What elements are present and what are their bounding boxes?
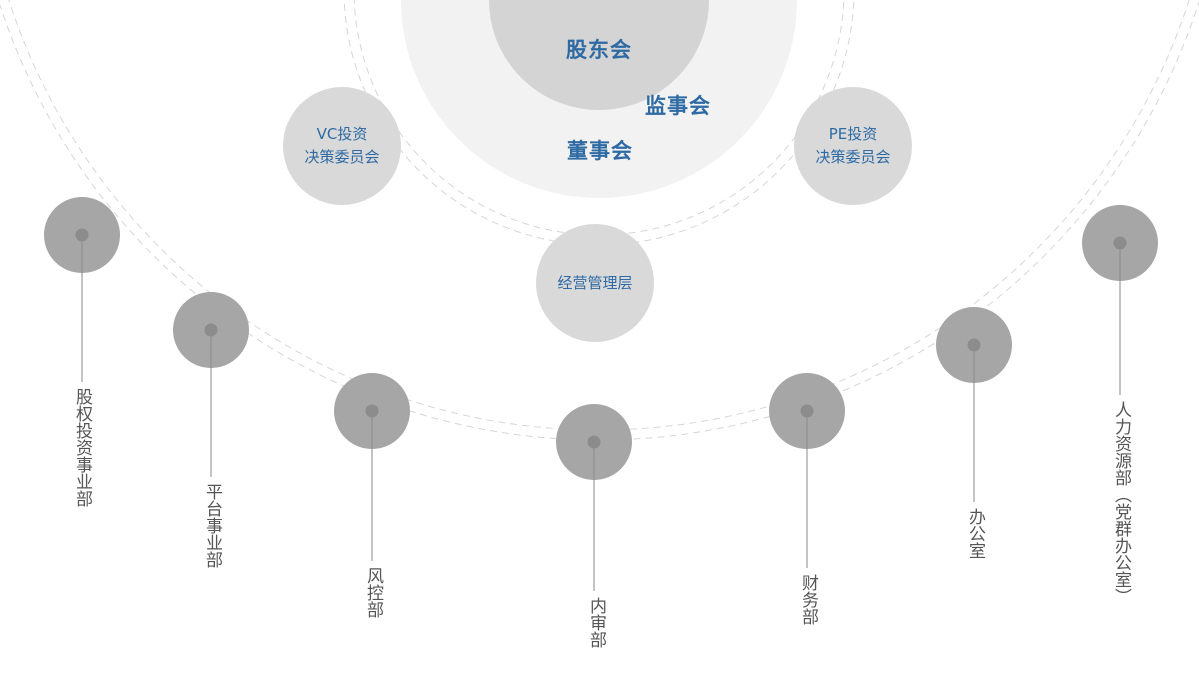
board-label: 董事会 <box>567 139 633 163</box>
dept-node-dot-office <box>967 338 981 352</box>
management-label: 经营管理层 <box>557 274 633 292</box>
dept-node-dot-equity-investment <box>75 228 89 242</box>
vc-committee-line1: VC投资 <box>316 125 368 143</box>
dept-node-dot-hr <box>1113 236 1127 250</box>
vc-committee-circle <box>283 87 401 205</box>
dept-label-internal-audit: 内审部 <box>586 597 606 648</box>
dept-label-finance: 财务部 <box>798 574 818 625</box>
pe-committee-circle <box>794 87 912 205</box>
dept-node-dot-risk-control <box>365 404 379 418</box>
pe-committee-line1: PE投资 <box>828 125 878 143</box>
vc-committee-line2: 决策委员会 <box>304 148 380 166</box>
vc-committee-label: VC投资 决策委员会 <box>282 123 402 169</box>
dept-node-dot-platform <box>204 323 218 337</box>
dept-label-risk-control: 风控部 <box>363 567 383 618</box>
dept-label-equity-investment: 股权投资事业部 <box>72 388 92 507</box>
supervisors-label: 监事会 <box>645 94 711 118</box>
shareholders-circle <box>489 0 709 110</box>
dept-node-dot-internal-audit <box>587 435 601 449</box>
pe-committee-line2: 决策委员会 <box>815 148 891 166</box>
shareholders-label: 股东会 <box>566 38 632 62</box>
department-nodes <box>44 197 1158 591</box>
dept-node-dot-finance <box>800 404 814 418</box>
dept-label-platform: 平台事业部 <box>202 483 222 568</box>
dept-label-office: 办公室 <box>965 508 985 559</box>
pe-committee-label: PE投资 决策委员会 <box>793 123 913 169</box>
dept-label-hr: 人力资源部（党群办公室） <box>1111 401 1131 605</box>
management-circle <box>536 224 654 342</box>
